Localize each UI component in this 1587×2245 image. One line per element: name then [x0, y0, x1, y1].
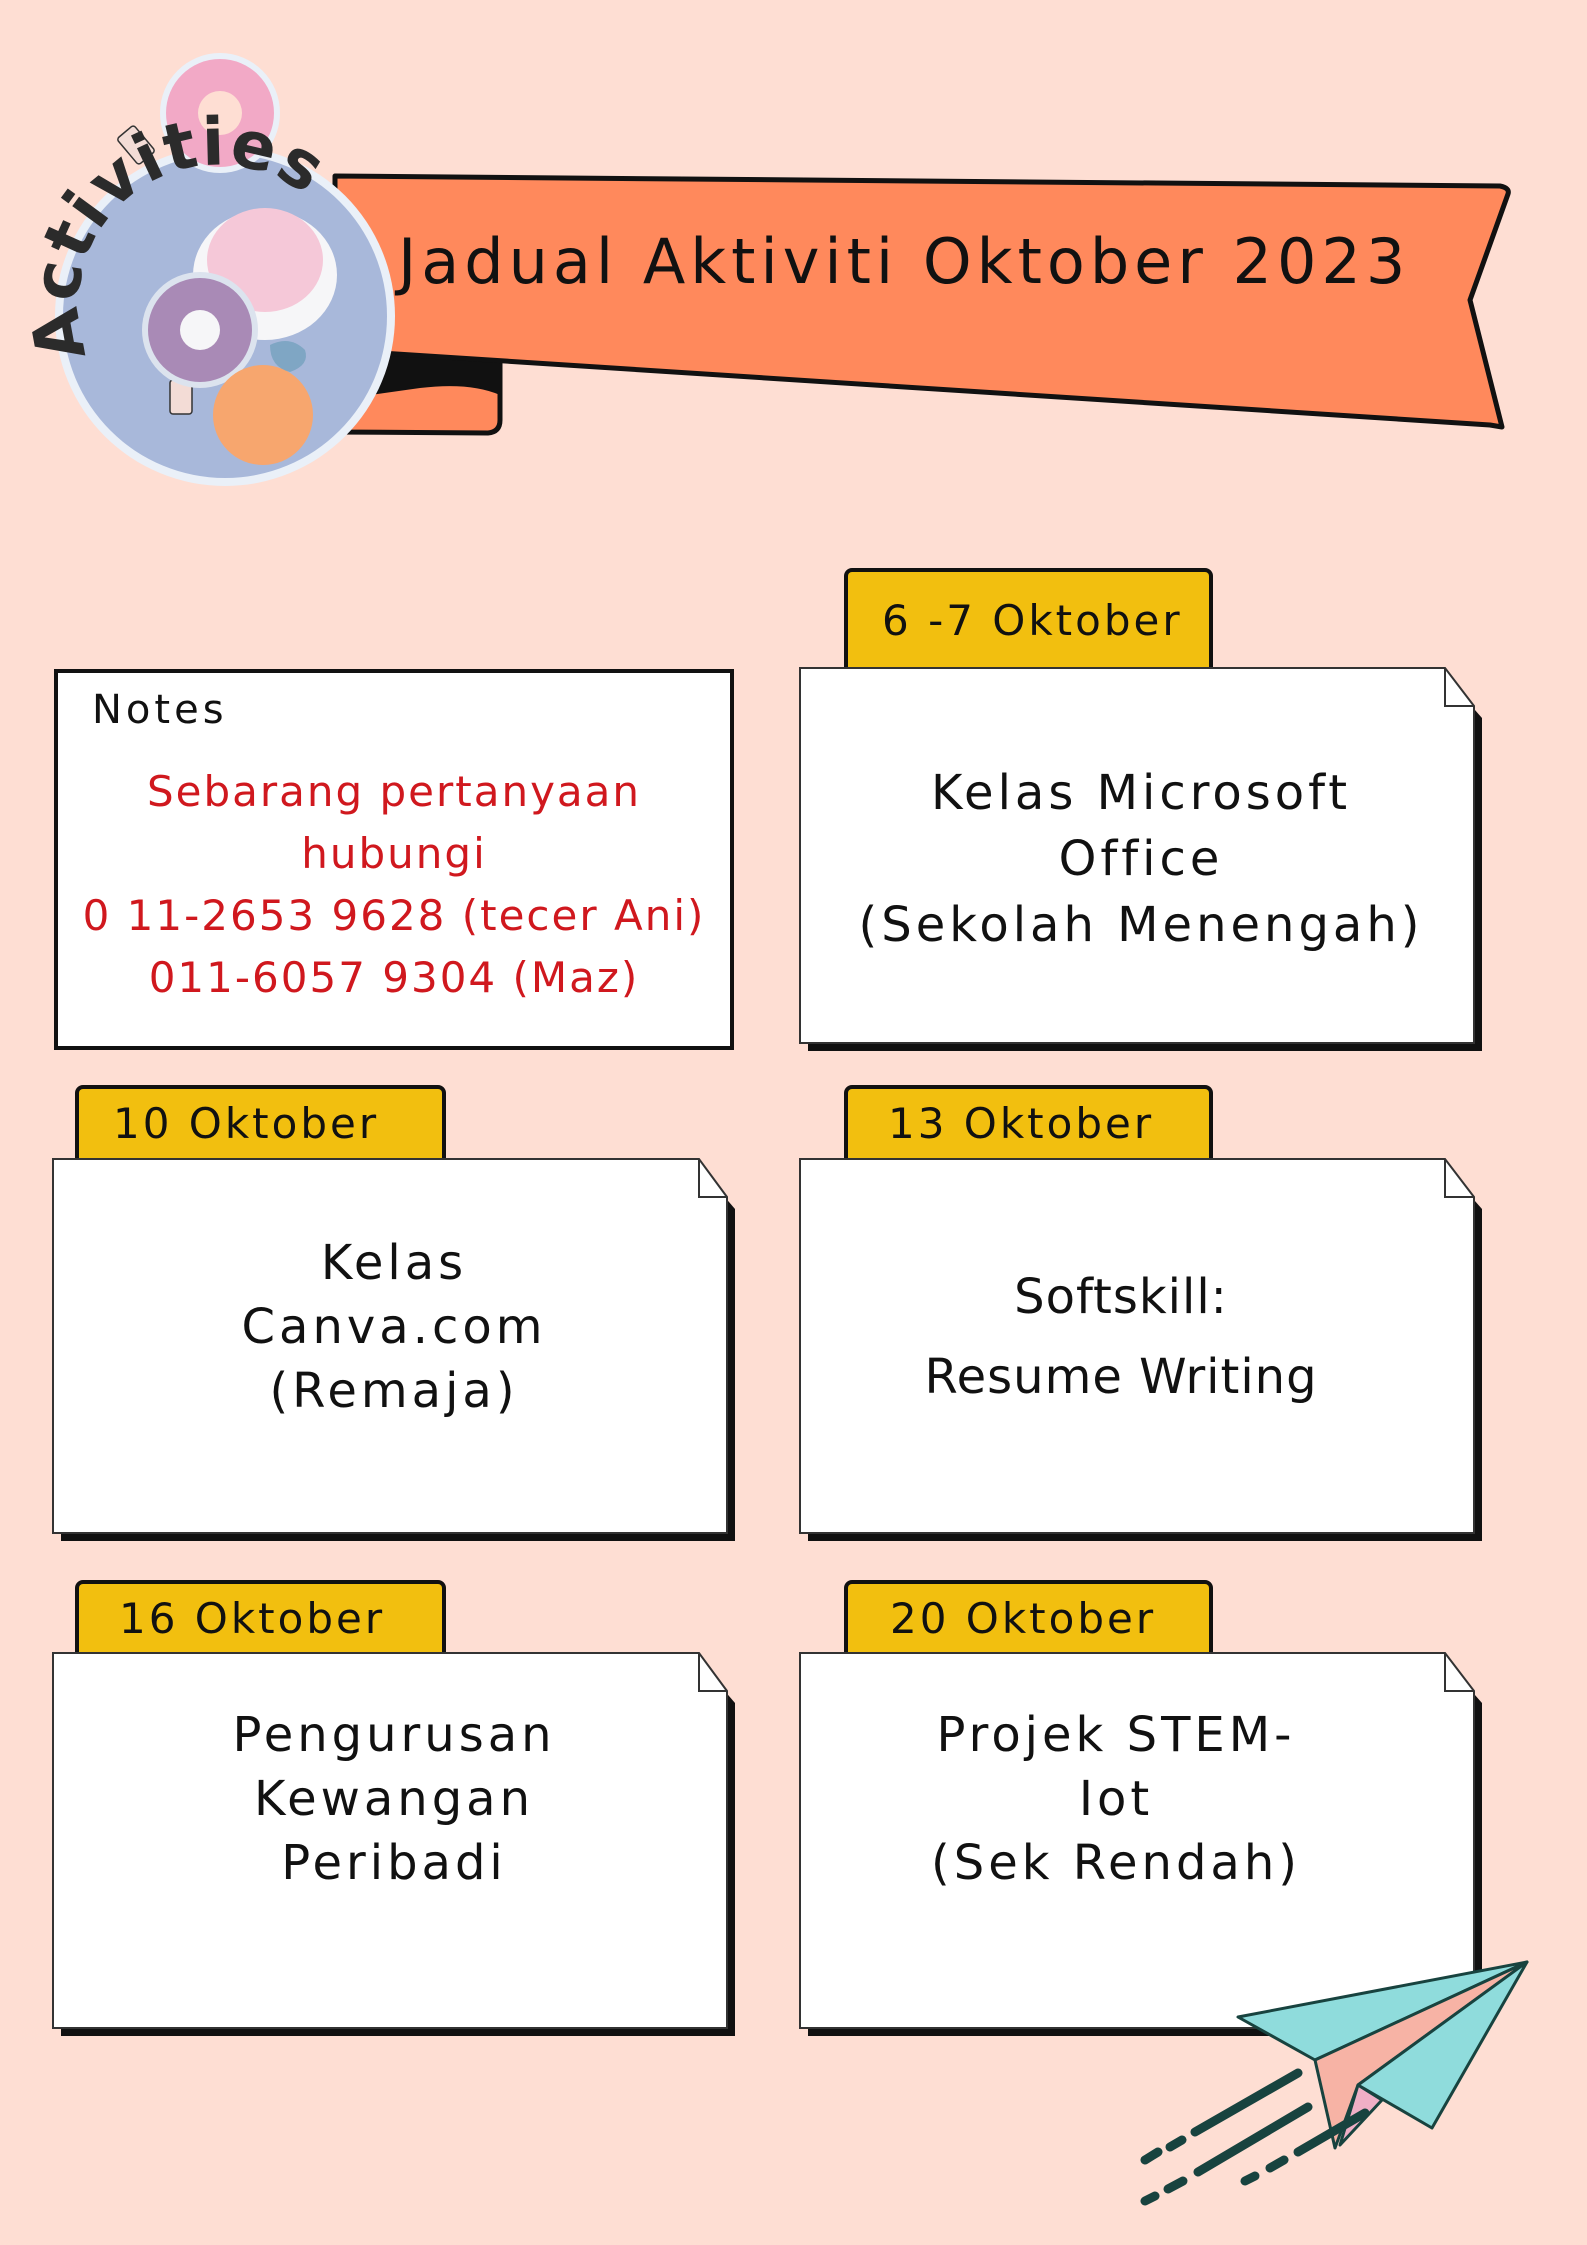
- date-tab-5: 20 Oktober: [844, 1580, 1213, 1655]
- notes-line: Sebarang pertanyaan: [146, 767, 642, 816]
- activity-card-2: Kelas Canva.com (Remaja): [52, 1158, 735, 1541]
- notes-box: Notes Sebarang pertanyaan hubungi 0 11-2…: [54, 669, 734, 1050]
- activities-badge: Activities: [16, 53, 395, 486]
- date-label: 6 -7 Oktober: [882, 596, 1183, 645]
- activity-title-line: Canva.com: [241, 1299, 547, 1355]
- activity-title-line: Peribadi: [281, 1835, 507, 1891]
- date-label: 16 Oktober: [119, 1594, 386, 1643]
- phone-line-maz: 011-6057 9304 (Maz): [148, 953, 640, 1002]
- notes-line: hubungi: [301, 829, 487, 878]
- activity-title-line: Softskill:: [1014, 1269, 1228, 1325]
- activity-title-line: Kelas Microsoft: [930, 765, 1352, 821]
- date-tab-1: 6 -7 Oktober: [844, 568, 1213, 670]
- date-tab-3: 13 Oktober: [844, 1085, 1213, 1161]
- activity-card-3: Softskill: Resume Writing: [799, 1158, 1482, 1541]
- date-label: 20 Oktober: [890, 1594, 1157, 1643]
- activity-card-1: Kelas Microsoft Office (Sekolah Menengah…: [799, 667, 1482, 1051]
- activity-title-line: Kelas: [320, 1235, 468, 1291]
- notes-body: Sebarang pertanyaan hubungi 0 11-2653 96…: [58, 761, 730, 1009]
- notes-label: Notes: [92, 687, 228, 733]
- activity-title-line: Resume Writing: [924, 1349, 1318, 1405]
- activity-subtitle: (Remaja): [269, 1363, 519, 1419]
- activity-title-line: Iot: [1078, 1771, 1154, 1827]
- activity-title-line: Pengurusan: [232, 1707, 556, 1763]
- activity-subtitle: (Sek Rendah): [931, 1835, 1301, 1891]
- date-tab-2: 10 Oktober: [75, 1085, 446, 1161]
- date-label: 13 Oktober: [888, 1099, 1155, 1148]
- header-ribbon: Activities: [16, 53, 1511, 486]
- activity-title-line: Projek STEM-: [936, 1707, 1296, 1763]
- activity-title-line: Office: [1058, 831, 1224, 887]
- activity-subtitle: (Sekolah Menengah): [858, 897, 1424, 953]
- date-tab-4: 16 Oktober: [75, 1580, 446, 1655]
- activity-title-line: Kewangan: [253, 1771, 534, 1827]
- activity-card-4: Pengurusan Kewangan Peribadi: [52, 1652, 735, 2036]
- page-title: Jadual Aktiviti Oktober 2023: [398, 225, 1411, 298]
- date-label: 10 Oktober: [113, 1099, 380, 1148]
- paper-plane-icon: [1140, 1960, 1529, 2206]
- activity-card-5: Projek STEM- Iot (Sek Rendah): [799, 1652, 1482, 2036]
- phone-line-ani: 0 11-2653 9628 (tecer Ani): [82, 891, 706, 940]
